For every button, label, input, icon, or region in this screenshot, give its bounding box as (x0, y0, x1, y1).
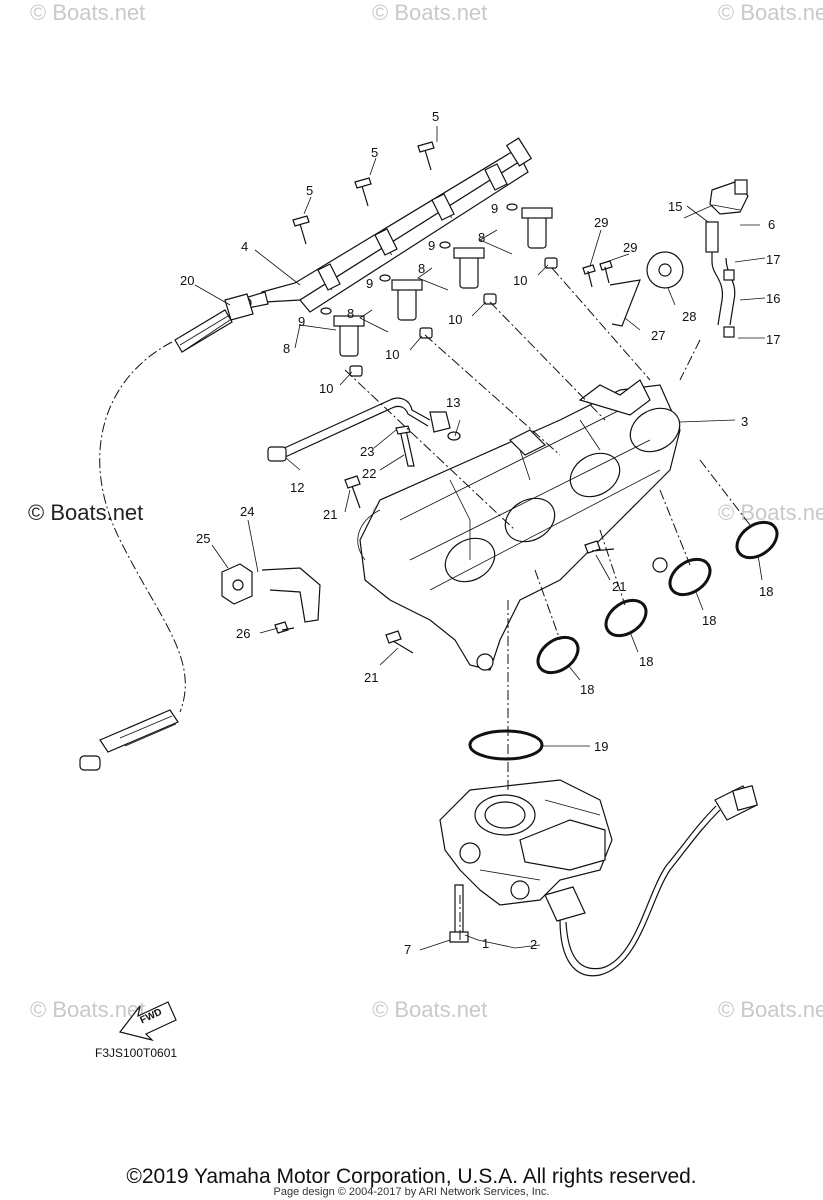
callout-5: 5 (432, 109, 440, 124)
callout-1: 1 (482, 936, 490, 951)
callout-17: 17 (766, 252, 781, 267)
watermark: © Boats.net (372, 997, 488, 1022)
callout-19: 19 (594, 739, 609, 754)
vent-hose-drawing (79, 293, 254, 771)
callout-18: 18 (702, 613, 717, 628)
watermark: © Boats.net (30, 997, 146, 1022)
intake-manifold-drawing (357, 379, 681, 671)
callout-13: 13 (446, 395, 461, 410)
callout-8: 8 (283, 341, 291, 356)
callout-18: 18 (580, 682, 595, 697)
throttle-bolt-drawing (449, 884, 469, 943)
callout-18: 18 (759, 584, 774, 599)
fuel-line-drawing (267, 397, 461, 467)
callout-24: 24 (240, 504, 255, 519)
callout-10: 10 (448, 312, 463, 327)
throttle-body-drawing (439, 779, 758, 977)
callout-9: 9 (491, 201, 499, 216)
callout-10: 10 (385, 347, 400, 362)
callout-21: 21 (323, 507, 338, 522)
callout-26: 26 (236, 626, 251, 641)
callout-10: 10 (513, 273, 528, 288)
injector-drawings (320, 203, 558, 377)
copyright-notice: ©2019 Yamaha Motor Corporation, U.S.A. A… (126, 1165, 697, 1188)
callout-29: 29 (623, 240, 638, 255)
callout-15: 15 (668, 199, 683, 214)
watermark: © Boats.net (718, 997, 823, 1022)
watermark: © Boats.net (28, 500, 144, 525)
callout-5: 5 (371, 145, 379, 160)
callout-12: 12 (290, 480, 305, 495)
page-design-credit: Page design © 2004-2017 by ARI Network S… (273, 1186, 550, 1198)
callout-22: 22 (362, 466, 377, 481)
throttle-body-o-ring-drawing (468, 729, 544, 761)
bracket-and-grommet-drawing (582, 251, 684, 327)
watermark: © Boats.net (718, 500, 823, 525)
callout-7: 7 (404, 942, 412, 957)
callout-3: 3 (741, 414, 749, 429)
callout-16: 16 (766, 291, 781, 306)
callout-10: 10 (319, 381, 334, 396)
callout-17: 17 (766, 332, 781, 347)
forward-arrow-icon (118, 1001, 177, 1042)
alignment-lines (344, 267, 751, 940)
mounting-hardware-drawing (221, 475, 615, 654)
callout-27: 27 (651, 328, 666, 343)
callout-18: 18 (639, 654, 654, 669)
callout-25: 25 (196, 531, 211, 546)
callout-2: 2 (530, 937, 538, 952)
fuel-rail-drawing (240, 137, 533, 313)
callout-9: 9 (298, 314, 306, 329)
watermark: © Boats.net (30, 0, 146, 25)
callout-4: 4 (241, 239, 249, 254)
callout-9: 9 (366, 276, 374, 291)
pressure-sensor-drawing (705, 179, 749, 338)
watermark: © Boats.net (718, 0, 823, 25)
callout-8: 8 (418, 261, 426, 276)
callout-9: 9 (428, 238, 436, 253)
callout-20: 20 (180, 273, 195, 288)
leader-lines (194, 126, 766, 951)
manifold-o-ring-drawings (536, 520, 779, 675)
bolt-drawings (292, 141, 435, 245)
callout-6: 6 (768, 217, 776, 232)
callout-8: 8 (478, 230, 486, 245)
callout-28: 28 (682, 309, 697, 324)
callout-5: 5 (306, 183, 314, 198)
callout-8: 8 (347, 306, 355, 321)
callout-21: 21 (612, 579, 627, 594)
callout-23: 23 (360, 444, 375, 459)
callout-29: 29 (594, 215, 609, 230)
callout-21: 21 (364, 670, 379, 685)
watermark: © Boats.net (372, 0, 488, 25)
drawing-code: F3JS100T0601 (95, 1046, 178, 1060)
